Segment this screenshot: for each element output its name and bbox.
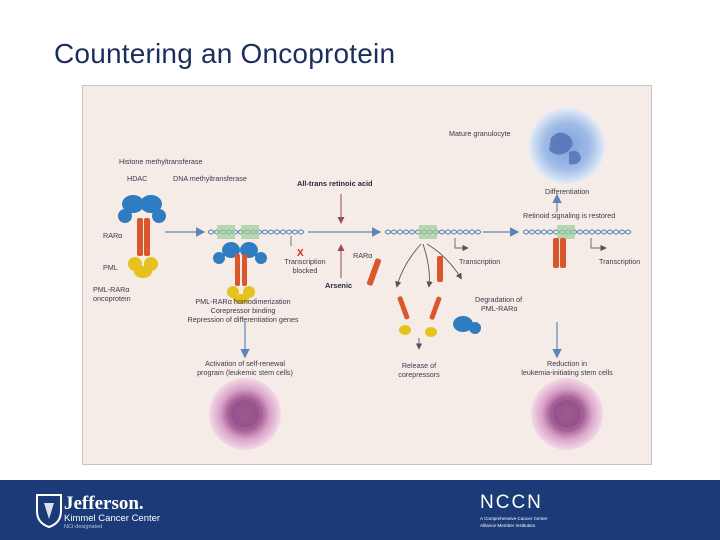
pathway-diagram: Histone methyltransferase HDAC DNA methy… xyxy=(85,88,651,464)
label-rara-left: RARα xyxy=(103,231,122,240)
label-transcription-mid: Transcription xyxy=(459,257,500,266)
label-activation-2: program (leukemic stem cells) xyxy=(197,368,293,377)
label-homo-3: Repression of differentiation genes xyxy=(188,315,299,324)
nccn-logo: NCCN A Comprehensive Cancer Center Allia… xyxy=(480,492,548,528)
oncoprotein-complex-left xyxy=(118,195,166,278)
label-retinoid: Retinoid signaling is restored xyxy=(523,211,615,220)
slide-title: Countering an Oncoprotein xyxy=(54,38,396,69)
jefferson-subtitle: Kimmel Cancer Center xyxy=(64,513,161,524)
response-elements xyxy=(217,225,575,239)
label-x-mark: X xyxy=(297,248,304,259)
label-hdac: HDAC xyxy=(127,174,147,183)
footer-bar xyxy=(0,480,720,540)
oncoprotein-complex-bound xyxy=(213,242,267,304)
jefferson-wordmark: Jefferson. xyxy=(64,493,144,514)
label-arsenic: Arsenic xyxy=(325,281,352,290)
label-transcription-right: Transcription xyxy=(599,257,640,266)
flow-arrows xyxy=(165,193,562,359)
leukemic-stem-cell-right xyxy=(531,378,603,450)
leukemic-stem-cell-left xyxy=(209,378,281,450)
label-oncoprotein-2: oncoprotein xyxy=(93,294,131,303)
mature-granulocyte-cell xyxy=(529,108,605,184)
label-activation-1: Activation of self-renewal xyxy=(205,359,285,368)
label-pml-left: PML xyxy=(103,263,118,272)
label-mature: Mature granulocyte xyxy=(449,129,511,138)
nccn-tagline-2: Alliance Member Institution xyxy=(480,523,536,528)
label-dnmt: DNA methyltransferase xyxy=(173,174,247,183)
label-release-1: Release of xyxy=(402,361,436,370)
label-degradation-2: PML-RARα xyxy=(481,304,518,313)
label-homo-2: Corepressor binding xyxy=(211,306,276,315)
transcription-arrows xyxy=(290,236,607,252)
label-rara-mid: RARα xyxy=(353,251,372,260)
label-oncoprotein-1: PML-RARα xyxy=(93,285,130,294)
label-atra: All-trans retinoic acid xyxy=(297,179,373,188)
dissociated-fragments xyxy=(366,256,481,337)
nccn-tagline-1: A Comprehensive Cancer Center xyxy=(480,516,548,521)
label-homo-1: PML-RARα homodimerization xyxy=(195,297,290,306)
label-reduction-2: leukemia-initiating stem cells xyxy=(521,368,613,377)
dispersal-arrows xyxy=(395,243,462,350)
label-differentiation: Differentiation xyxy=(545,187,589,196)
label-tx-blocked-1: Transcription xyxy=(284,257,325,266)
label-reduction-1: Reduction in xyxy=(547,359,587,368)
label-degradation-1: Degradation of xyxy=(475,295,522,304)
nccn-wordmark: NCCN xyxy=(480,492,543,513)
label-tx-blocked-2: blocked xyxy=(293,266,318,275)
jefferson-shield-icon xyxy=(36,494,62,529)
label-release-2: corepressors xyxy=(398,370,440,379)
jefferson-tagline: NCI-designated xyxy=(64,524,103,530)
pathway-figure: Histone methyltransferase HDAC DNA methy… xyxy=(82,85,652,465)
figure-labels: Histone methyltransferase HDAC DNA methy… xyxy=(93,129,640,379)
label-histone: Histone methyltransferase xyxy=(119,157,203,166)
rar-restored xyxy=(553,238,566,268)
